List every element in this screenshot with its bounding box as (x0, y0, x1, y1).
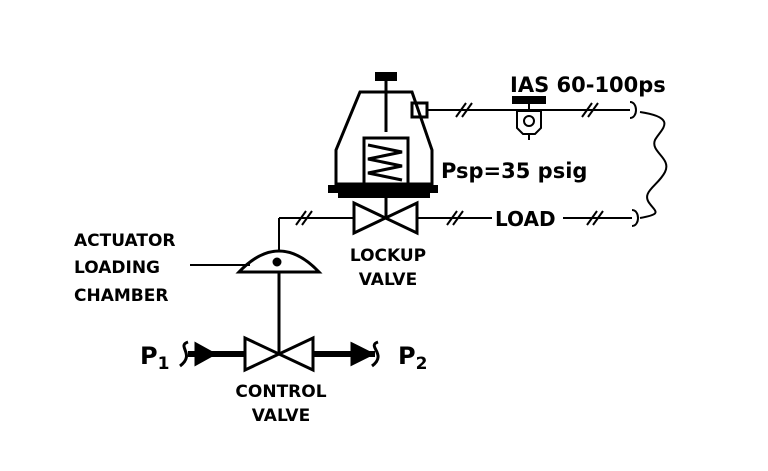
inlet-flow-arrow-icon (194, 341, 218, 367)
pneumatic-hatch (455, 102, 467, 118)
actuator-label-line3: CHAMBER (74, 286, 168, 306)
wavy-connector (639, 111, 668, 219)
signal-lines (278, 102, 632, 252)
actuator-label-line1: ACTUATOR (74, 231, 176, 251)
outlet-flow-arrow-icon (350, 341, 376, 367)
pneumatic-hatch (295, 210, 307, 226)
setpoint-label: Psp=35 psig (441, 159, 587, 183)
filter-bowl (516, 110, 542, 135)
pneumatic-hatch (461, 102, 473, 118)
ias-label: IAS 60-100ps (510, 73, 666, 97)
lockup-valve-regulator (328, 72, 438, 218)
break-symbol-bottom (631, 209, 639, 227)
pneumatic-hatch (586, 210, 598, 226)
lockup-valve-bowtie (352, 200, 419, 236)
diaphragm-flange (328, 185, 438, 193)
p1-label: P1 (140, 342, 169, 374)
pneumatic-hatch (592, 210, 604, 226)
control-valve (179, 335, 380, 373)
actuator-label-line2: LOADING (74, 258, 160, 278)
break-symbol-top (629, 101, 637, 119)
pneumatic-hatch (301, 210, 313, 226)
p2-label: P2 (398, 342, 427, 374)
load-label: LOAD (495, 207, 556, 231)
actuator-center-dot (272, 257, 282, 267)
inlet-pipe-break (179, 340, 189, 368)
pneumatic-hatch (452, 210, 464, 226)
ias-filter-icon (512, 96, 546, 140)
lockup-label-line1: LOCKUP (350, 246, 426, 266)
pneumatic-hatch (581, 102, 593, 118)
lockup-valve-body (352, 200, 419, 236)
outlet-pipe-break (370, 340, 380, 368)
filter-element (523, 115, 535, 127)
lockup-label-line2: VALVE (359, 270, 417, 290)
adjusting-screw-head (375, 72, 397, 81)
control-label-line1: CONTROL (235, 382, 326, 402)
regulator-bonnet (334, 90, 434, 186)
actuator-loading-chamber (190, 249, 323, 350)
diaphragm-flange-lower (338, 193, 430, 198)
spring-housing (362, 136, 410, 186)
spring-icon (367, 143, 403, 182)
filter-cap (512, 96, 546, 104)
control-valve-bowtie (243, 335, 315, 373)
pipe-breaks (629, 101, 668, 227)
control-label-line2: VALVE (252, 406, 310, 426)
actuator-dome (235, 249, 323, 274)
pneumatic-hatch (587, 102, 599, 118)
pneumatic-hatch (446, 210, 458, 226)
labels: IAS 60-100ps Psp=35 psig LOAD ACTUATOR L… (74, 73, 666, 426)
